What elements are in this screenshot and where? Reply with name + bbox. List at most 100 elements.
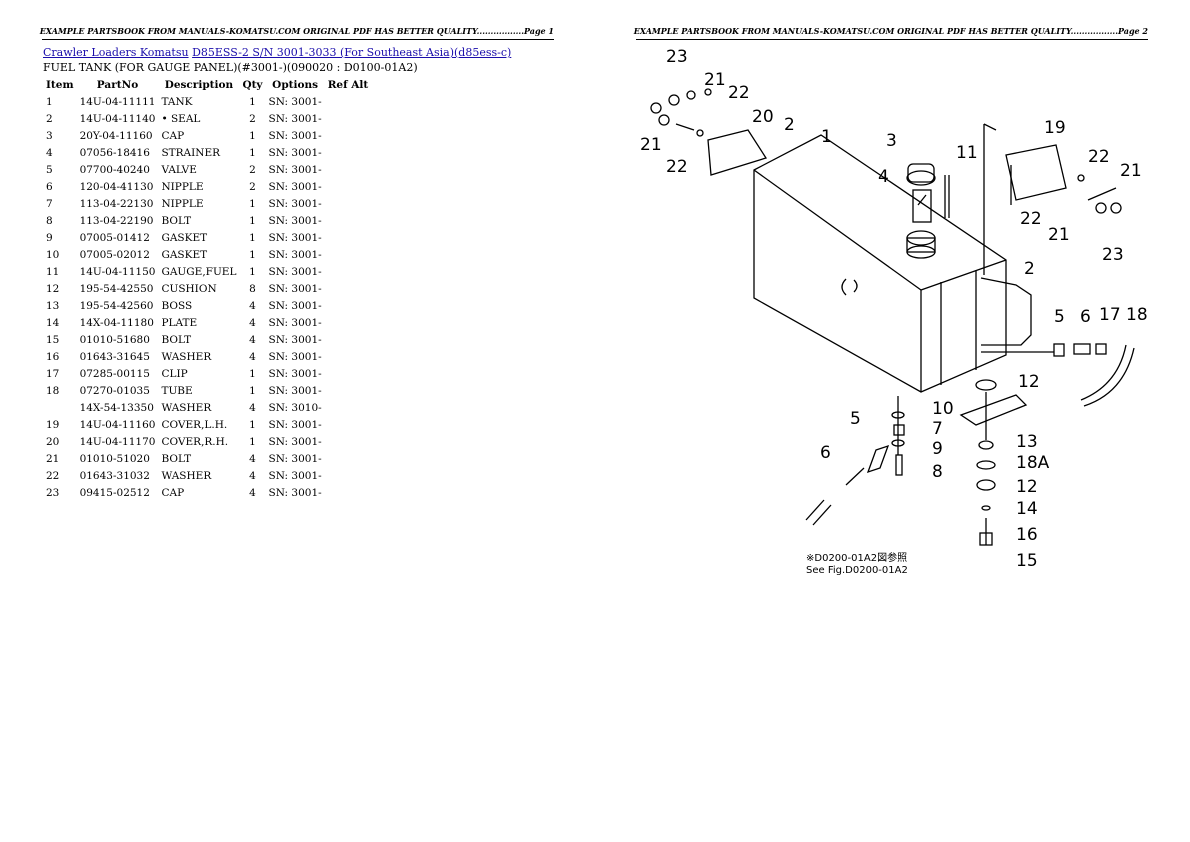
- callout-16: 16: [1016, 525, 1038, 545]
- cell-description: BOLT: [161, 333, 192, 346]
- callout-12-bottom: 12: [1016, 477, 1038, 497]
- cell-qty: 4: [249, 452, 256, 465]
- cell-partno: 07005-02012: [79, 248, 150, 261]
- cell-options: SN: 3001-: [268, 95, 322, 108]
- cell-options: SN: 3001-: [268, 180, 322, 193]
- cell-options: SN: 3001-: [268, 129, 322, 142]
- cell-description: NIPPLE: [161, 180, 204, 193]
- cell-refalt: [325, 280, 372, 297]
- breadcrumb-link-category[interactable]: Crawler Loaders Komatsu: [43, 46, 189, 59]
- cell-partno: 195-54-42560: [79, 299, 154, 312]
- cell-refalt: [325, 450, 372, 467]
- cell-qty: 2: [249, 112, 256, 125]
- callout-9: 9: [932, 439, 943, 459]
- parts-table: Item PartNo Description Qty Options Ref …: [43, 77, 371, 501]
- callout-22-right-top: 22: [1088, 147, 1110, 167]
- cell-options: SN: 3001-: [268, 316, 322, 329]
- cell-partno: 01010-51020: [79, 452, 150, 465]
- callout-1: 1: [821, 127, 832, 147]
- cell-partno: 01643-31032: [79, 469, 150, 482]
- cell-qty: 4: [249, 469, 256, 482]
- cell-options: SN: 3001-: [268, 299, 322, 312]
- cell-description: GASKET: [161, 231, 208, 244]
- cell-qty: 2: [249, 180, 256, 193]
- cell-options: SN: 3001-: [268, 486, 322, 499]
- callout-12-top: 12: [1018, 372, 1040, 392]
- cell-partno: 07056-18416: [79, 146, 150, 159]
- cell-qty: 4: [249, 299, 256, 312]
- cell-options: SN: 3001-: [268, 214, 322, 227]
- callout-10: 10: [932, 399, 954, 419]
- cell-options: SN: 3001-: [268, 231, 322, 244]
- cell-partno: 120-04-41130: [79, 180, 154, 193]
- cell-partno: 09415-02512: [79, 486, 150, 499]
- callout-6-right: 6: [1080, 307, 1091, 327]
- callout-20: 20: [752, 107, 774, 127]
- breadcrumb-link-model[interactable]: D85ESS-2 S/N 3001-3033 (For Southeast As…: [192, 46, 512, 59]
- cell-partno: 14U-04-11150: [79, 265, 156, 278]
- cell-qty: 1: [249, 418, 256, 431]
- cell-item: 20: [46, 435, 60, 448]
- cell-qty: 4: [249, 401, 256, 414]
- cell-refalt: [325, 110, 372, 127]
- cell-refalt: [325, 365, 372, 382]
- cell-refalt: [325, 246, 372, 263]
- callout-22-left-bottom: 22: [666, 157, 688, 177]
- cell-partno: 14U-04-11160: [79, 418, 156, 431]
- cell-partno: 195-54-42550: [79, 282, 154, 295]
- callout-19: 19: [1044, 118, 1066, 138]
- cell-item: 1: [46, 95, 53, 108]
- cell-options: SN: 3001-: [268, 282, 322, 295]
- cell-refalt: [325, 331, 372, 348]
- cell-partno: 07285-00115: [79, 367, 150, 380]
- cell-refalt: [325, 144, 372, 161]
- cell-qty: 4: [249, 486, 256, 499]
- cell-options: SN: 3001-: [268, 452, 322, 465]
- callout-2-right: 2: [1024, 259, 1035, 279]
- callout-3: 3: [886, 131, 897, 151]
- cell-options: SN: 3001-: [268, 146, 322, 159]
- cell-item: 22: [46, 469, 60, 482]
- callout-18a: 18A: [1016, 453, 1050, 473]
- cell-refalt: [325, 263, 372, 280]
- cell-description: NIPPLE: [161, 197, 204, 210]
- callout-21-right-bottom: 21: [1048, 225, 1070, 245]
- cell-options: SN: 3001-: [268, 248, 322, 261]
- cell-item: 17: [46, 367, 60, 380]
- cell-description: COVER,R.H.: [161, 435, 229, 448]
- cell-refalt: [325, 127, 372, 144]
- breadcrumb: Crawler Loaders Komatsu D85ESS-2 S/N 300…: [43, 46, 511, 59]
- cell-qty: 4: [249, 333, 256, 346]
- callout-6-left: 6: [820, 443, 831, 463]
- cell-qty: 1: [249, 265, 256, 278]
- cell-qty: 1: [249, 367, 256, 380]
- page-header-left-text: EXAMPLE PARTSBOOK FROM MANUALS-KOMATSU.C…: [39, 26, 554, 36]
- callout-22-left-top: 22: [728, 83, 750, 103]
- cell-refalt: [325, 93, 372, 110]
- callout-14: 14: [1016, 499, 1038, 519]
- callout-23-right: 23: [1102, 245, 1124, 265]
- section-title: FUEL TANK (FOR GAUGE PANEL)(#3001-)(0900…: [43, 61, 418, 74]
- callout-13: 13: [1016, 432, 1038, 452]
- callout-8: 8: [932, 462, 943, 482]
- cell-item: 11: [46, 265, 60, 278]
- column-header-partno: PartNo: [96, 79, 139, 91]
- cell-options: SN: 3001-: [268, 197, 322, 210]
- cell-refalt: [325, 382, 372, 399]
- cell-qty: 1: [249, 129, 256, 142]
- cell-partno: 113-04-22190: [79, 214, 154, 227]
- cell-item: 21: [46, 452, 60, 465]
